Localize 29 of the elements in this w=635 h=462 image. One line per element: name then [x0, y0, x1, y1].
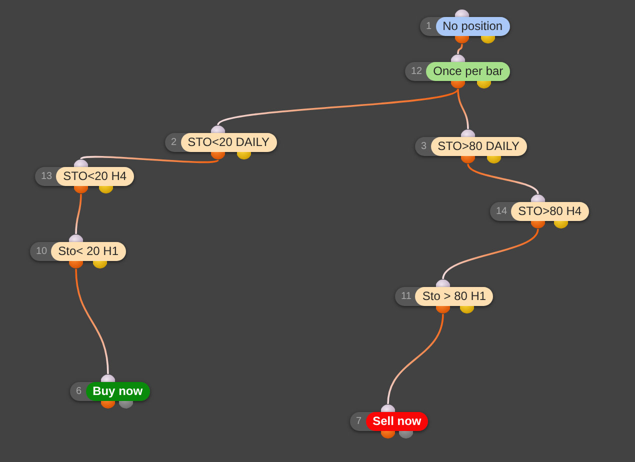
connector-line	[75, 194, 82, 234]
connector-line	[217, 88, 459, 126]
connector-line	[387, 314, 444, 404]
block-number: 6	[75, 385, 83, 399]
block-number: 13	[40, 170, 54, 184]
block-number: 12	[410, 65, 424, 79]
block-label: No position	[436, 17, 510, 36]
block-label: STO>80 DAILY	[430, 137, 526, 156]
block-label: Sto > 80 H1	[415, 287, 494, 306]
connector-line	[467, 164, 539, 194]
block-number: 3	[420, 140, 428, 154]
block-number: 10	[35, 245, 48, 259]
block-number: 14	[495, 205, 508, 219]
block-label: STO<20 DAILY	[180, 133, 276, 152]
block-label: Once per bar	[426, 62, 510, 81]
connector-line	[442, 228, 539, 280]
block-number: 7	[355, 415, 363, 429]
connector-line	[80, 156, 218, 164]
connector-line	[75, 268, 109, 374]
block-label: Buy now	[86, 382, 150, 401]
connector-line	[457, 44, 463, 54]
block-number: 2	[170, 136, 178, 150]
block-label: Sell now	[366, 412, 428, 431]
block-label: STO<20 H4	[56, 167, 134, 186]
block-label: Sto< 20 H1	[51, 242, 126, 261]
block-label: STO>80 H4	[511, 202, 589, 221]
connector-line	[457, 88, 469, 130]
block-number: 11	[400, 290, 412, 304]
block-number: 1	[425, 20, 433, 34]
